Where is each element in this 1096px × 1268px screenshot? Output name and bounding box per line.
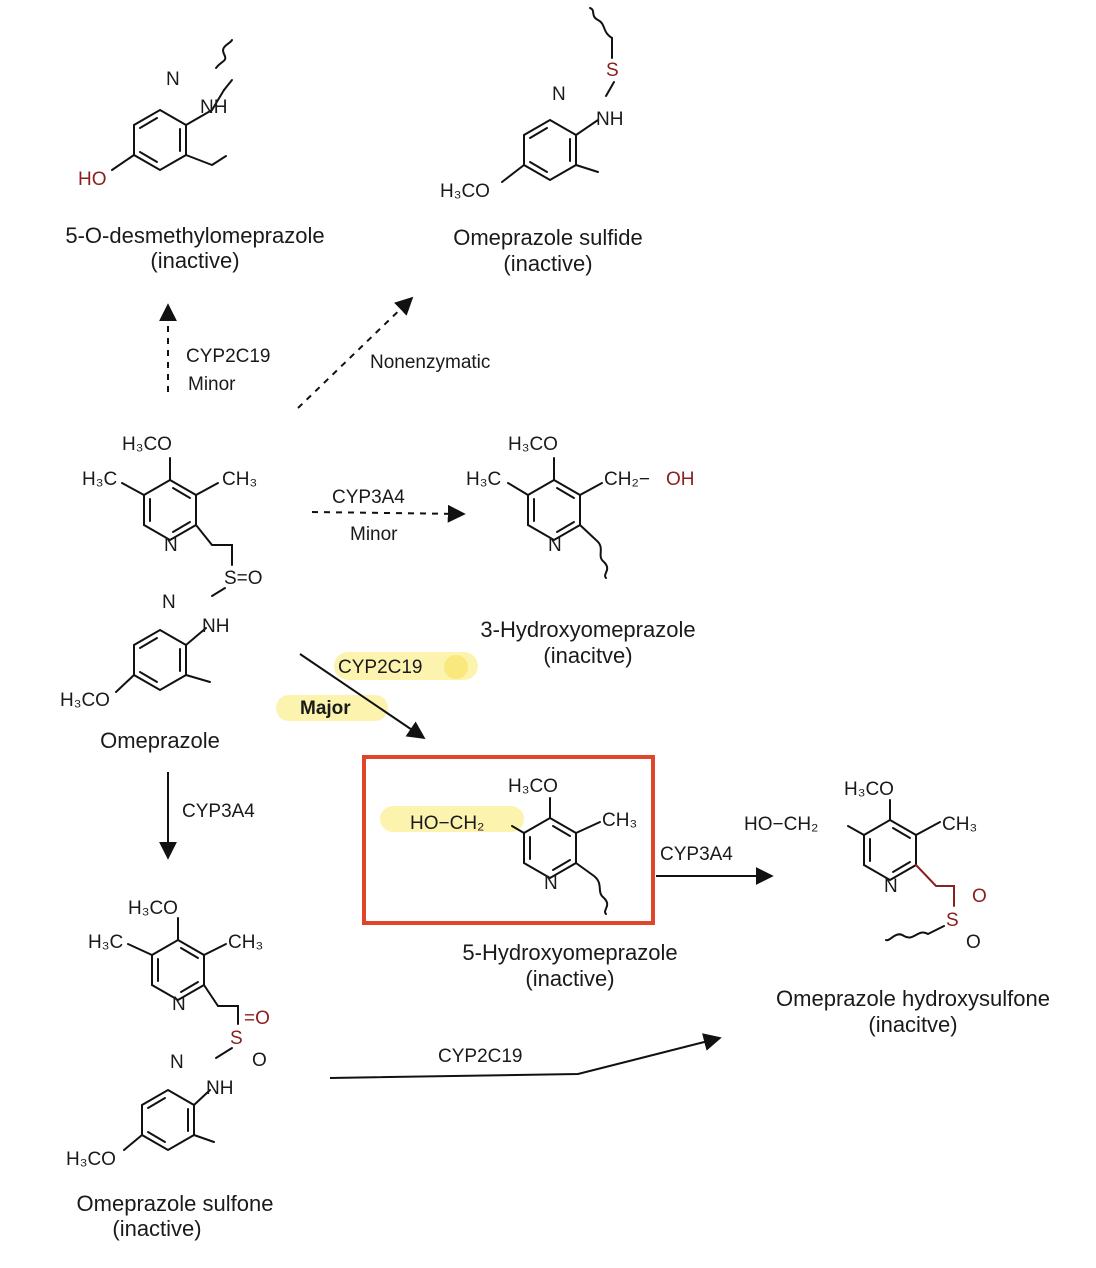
atom-n: N bbox=[172, 994, 186, 1015]
label-hydroxy5: 5-Hydroxyomeprazole bbox=[462, 940, 677, 965]
atom-h3c: H₃C bbox=[88, 932, 123, 953]
enzyme-to-hydroxy5: CYP2C19 bbox=[338, 657, 423, 678]
enzyme-to-sulfide: Nonenzymatic bbox=[370, 352, 490, 373]
status-desmethyl: (inactive) bbox=[150, 248, 239, 273]
atom-oh: OH bbox=[666, 469, 695, 490]
atom-h3c: H₃C bbox=[82, 469, 117, 490]
arrow-to-hydroxy3 bbox=[311, 504, 466, 523]
structure-sulfide: N NH S H₃CO bbox=[440, 7, 623, 202]
enzyme-sulfone-to-hydroxysulfone: CYP2C19 bbox=[438, 1046, 523, 1067]
atom-h3co: H₃CO bbox=[66, 1149, 116, 1170]
label-hydroxy3: 3-Hydroxyomeprazole bbox=[480, 617, 695, 642]
atom-n: N bbox=[162, 592, 176, 613]
atom-o: O bbox=[966, 932, 981, 953]
atom-ho-ch2: HO−CH₂ bbox=[410, 813, 484, 834]
status-hydroxy3: (inacitve) bbox=[543, 643, 632, 668]
atom-nh: NH bbox=[202, 616, 229, 637]
atom-n: N bbox=[884, 876, 898, 897]
atom-h3co: H₃CO bbox=[60, 690, 110, 711]
atom-h3co: H₃CO bbox=[122, 434, 172, 455]
highlight-extent bbox=[276, 695, 388, 721]
highlight-dot bbox=[444, 655, 468, 679]
structure-omeprazole: H₃CO H₃C CH₃ N S=O N NH H₃CO bbox=[60, 434, 263, 711]
atom-o: O bbox=[972, 886, 987, 907]
enzyme-to-desmethyl: CYP2C19 bbox=[186, 346, 271, 367]
atom-n: N bbox=[170, 1052, 184, 1073]
arrow-sulfone-to-hydroxysulfone bbox=[329, 1033, 722, 1079]
enzyme-to-sulfone: CYP3A4 bbox=[182, 801, 255, 822]
label-hydroxysulfone: Omeprazole hydroxysulfone bbox=[776, 986, 1050, 1011]
highlight-ho-ch2 bbox=[380, 806, 524, 832]
arrow-to-sulfide bbox=[297, 296, 414, 409]
highlight-enzyme bbox=[334, 652, 478, 680]
structure-desmethyl: N NH HO bbox=[78, 39, 233, 190]
structure-hydroxy5: H₃CO HO−CH₂ CH₃ N bbox=[380, 776, 637, 915]
atom-h3c: H₃C bbox=[466, 469, 501, 490]
atom-ho: HO bbox=[78, 169, 107, 190]
atom-s-eq-o: S=O bbox=[224, 568, 263, 589]
atom-h3co: H₃CO bbox=[508, 776, 558, 797]
atom-n: N bbox=[166, 69, 180, 90]
atom-h3co: H₃CO bbox=[844, 779, 894, 800]
atom-ch3: CH₃ bbox=[942, 814, 977, 835]
atom-n: N bbox=[164, 535, 178, 556]
atom-nh: NH bbox=[206, 1078, 233, 1099]
atom-s: S bbox=[230, 1028, 243, 1049]
atom-ch2: CH₂− bbox=[604, 469, 650, 490]
status-hydroxysulfone: (inacitve) bbox=[868, 1012, 957, 1037]
atom-o: O bbox=[252, 1050, 267, 1071]
atom-s: S bbox=[606, 60, 619, 81]
atom-n: N bbox=[548, 535, 562, 556]
atom-ho-ch2: HO−CH₂ bbox=[744, 814, 818, 835]
structure-sulfone: H₃CO H₃C CH₃ N S =O O N NH H₃CO bbox=[66, 898, 270, 1170]
atom-h3co: H₃CO bbox=[508, 434, 558, 455]
atom-ch3: CH₃ bbox=[602, 810, 637, 831]
status-sulfone: (inactive) bbox=[112, 1216, 201, 1241]
atom-h3co: H₃CO bbox=[440, 181, 490, 202]
extent-to-hydroxy5: Major bbox=[300, 698, 351, 719]
structure-hydroxy3: H₃CO H₃C CH₂− OH N bbox=[466, 434, 695, 579]
status-hydroxy5: (inactive) bbox=[525, 966, 614, 991]
highlight-box bbox=[362, 755, 655, 925]
atom-ch3: CH₃ bbox=[222, 469, 257, 490]
extent-to-hydroxy3: Minor bbox=[350, 524, 398, 545]
atom-n: N bbox=[544, 873, 558, 894]
atom-h3co: H₃CO bbox=[128, 898, 178, 919]
arrow-to-hydroxy5 bbox=[299, 653, 426, 740]
atom-eq-o: =O bbox=[244, 1008, 270, 1029]
label-sulfone: Omeprazole sulfone bbox=[77, 1191, 274, 1216]
enzyme-hydroxy5-to-hydroxysulfone: CYP3A4 bbox=[660, 844, 733, 865]
label-sulfide: Omeprazole sulfide bbox=[453, 225, 643, 250]
atom-ch3: CH₃ bbox=[228, 932, 263, 953]
atom-n: N bbox=[552, 84, 566, 105]
label-omeprazole: Omeprazole bbox=[100, 728, 220, 753]
structure-hydroxysulfone: H₃CO HO−CH₂ CH₃ N S O O bbox=[744, 779, 987, 953]
enzyme-to-hydroxy3: CYP3A4 bbox=[332, 487, 405, 508]
atom-nh: NH bbox=[200, 97, 227, 118]
atom-s: S bbox=[946, 910, 959, 931]
atom-nh: NH bbox=[596, 109, 623, 130]
extent-to-desmethyl: Minor bbox=[188, 374, 236, 395]
label-desmethyl: 5-O-desmethylomeprazole bbox=[65, 223, 324, 248]
status-sulfide: (inactive) bbox=[503, 251, 592, 276]
